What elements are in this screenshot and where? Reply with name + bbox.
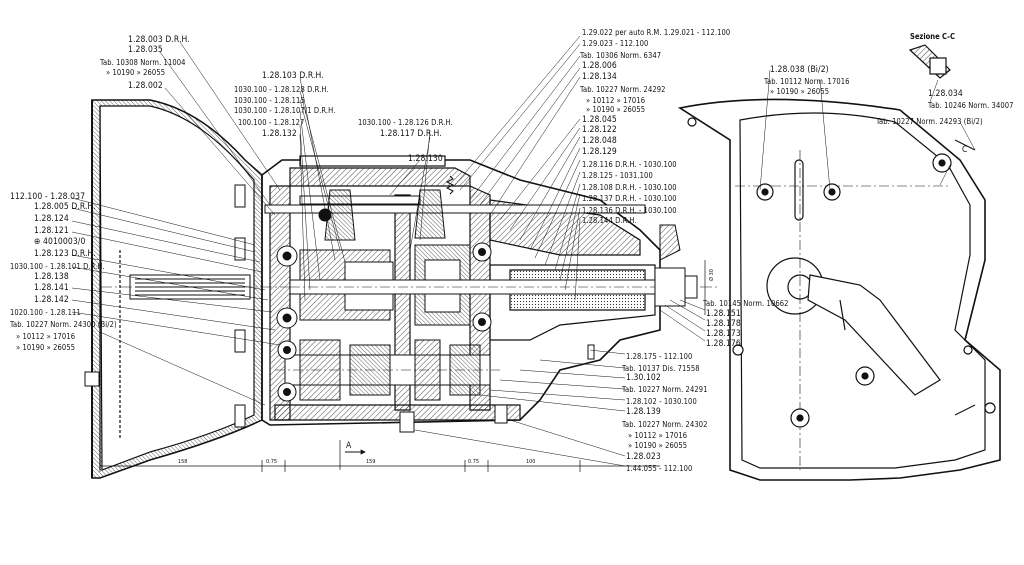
part-label: Tab. 10112 Norm. 17016	[764, 77, 850, 86]
part-label: 1.28.035	[128, 45, 163, 55]
part-label: » 10190 » 26055	[16, 343, 76, 352]
part-label: Tab. 10227 Norm. 24292	[580, 85, 666, 94]
part-label: 1.28.045	[582, 115, 617, 125]
part-label: Tab. 10246 Norm. 34007	[928, 101, 1014, 110]
part-label: 1.28.136 D.R.H. - 1030.100	[582, 206, 677, 215]
part-label: 1.28.038 (Bi/2)	[770, 65, 829, 75]
section-cc-view	[677, 44, 1001, 481]
part-label: 1.28.108 D.R.H. - 1030.100	[582, 183, 677, 192]
part-label: Tab. 10308 Norm. 11004	[100, 58, 186, 67]
part-label: 1020.100 - 1.28.111	[10, 308, 81, 317]
part-label: 1.28.006	[582, 61, 617, 71]
part-label: 1.28.151	[706, 309, 741, 319]
part-label: 1.28.005 D.R.H.	[34, 202, 96, 212]
part-label: 1030.100 - 1.28.107/1 D.R.H.	[234, 106, 336, 115]
part-label: 1.28.173	[706, 329, 741, 339]
leader-lines	[71, 35, 976, 467]
gear-train	[84, 175, 698, 433]
part-label: 1.28.003 D.R.H.	[128, 35, 190, 45]
part-label: 1.28.103 D.R.H.	[262, 71, 324, 81]
part-label: 1.28.178	[706, 319, 741, 329]
part-label: 1.29.022 per auto R.M. 1.29.021 - 112.10…	[582, 28, 731, 37]
part-label: Tab. 10306 Norm. 6347	[580, 51, 662, 60]
part-label: 1.44.055 - 112.100	[626, 464, 693, 473]
part-label: 1.28.123 D.R.H.	[34, 249, 96, 259]
part-label: 1.28.129	[582, 147, 617, 157]
part-label: 1.28.134	[582, 72, 617, 82]
part-label: Tab. 10227 Norm. 24293 (Bi/2)	[876, 117, 983, 126]
part-label: Tab. 10137 Dis. 71558	[622, 364, 700, 373]
part-label: 1.28.138	[34, 272, 69, 282]
part-label: Tab. 10227 Norm. 24291	[622, 385, 708, 394]
part-label: 112.100 - 1.28.037	[10, 192, 86, 202]
part-label: 1030.100 - 1.28.101 D.R.H.	[10, 262, 105, 271]
part-label: 1.28.144 D.R.H.	[582, 216, 637, 225]
part-label: » 10190 » 26055	[628, 441, 688, 450]
part-label: Tab. 10227 Norm. 24302	[622, 420, 708, 429]
part-label: 1.28.002	[128, 81, 163, 91]
part-label: 100.100 - 1.28.127	[238, 118, 305, 127]
part-label: 1.28.048	[582, 136, 617, 146]
dimension-value: 100	[526, 459, 536, 465]
part-label: 1.28.141	[34, 283, 69, 293]
part-label: 1.28.034	[928, 89, 963, 99]
part-label: 1.28.142	[34, 295, 69, 305]
part-label: 1.28.122	[582, 125, 617, 135]
dimension-value: 159	[366, 459, 376, 465]
dimension-value: 158	[178, 459, 188, 465]
section-mark-c: C	[962, 145, 968, 155]
part-label: ⊕ 4010003/0	[34, 237, 86, 247]
part-label: 1.28.102 - 1030.100	[626, 397, 697, 406]
part-label: 1.28.130	[408, 154, 443, 164]
part-label: » 10190 » 26055	[106, 68, 166, 77]
section-title: Sezione C-C	[910, 32, 955, 41]
part-label: » 10112 » 17016	[628, 431, 688, 440]
part-label: 1.28.121	[34, 226, 69, 236]
dimension-value: Ø 30	[708, 269, 715, 281]
part-label: 1.28.175 - 112.100	[626, 352, 693, 361]
part-label: 1.28.124	[34, 214, 69, 224]
part-label: 1.28.132	[262, 129, 297, 139]
section-arrow-c	[954, 139, 976, 416]
part-label: 1030.100 - 1.28.115	[234, 96, 305, 105]
part-label: » 10112 » 17016	[16, 332, 76, 341]
dimension-value: 0.75	[266, 459, 278, 465]
part-label: 1.28.137 D.R.H. - 1030.100	[582, 194, 677, 203]
dimension-lines	[99, 260, 706, 472]
part-label: 1.29.023 - 112.100	[582, 39, 649, 48]
part-label: 1.28.116 D.R.H. - 1030.100	[582, 160, 677, 169]
part-label: 1.28.023	[626, 452, 661, 462]
part-label: 1030.100 - 1.28.128 D.R.H.	[234, 85, 329, 94]
dimension-value: 0.75	[468, 459, 480, 465]
part-label: » 10112 » 17016	[586, 96, 646, 105]
part-label: 1.28.176	[706, 339, 741, 349]
part-label: Tab. 10145 Norm. 10662	[703, 299, 789, 308]
part-label: 1.30.102	[626, 373, 661, 383]
part-label: 1030.100 - 1.28.126 D.R.H.	[358, 118, 453, 127]
part-label: » 10190 » 26055	[770, 87, 830, 96]
part-label: » 10190 » 26055	[586, 105, 646, 114]
part-label: 1.28.139	[626, 407, 661, 417]
section-mark-a: A	[346, 441, 352, 451]
part-label: 1.28.125 - 1031.100	[582, 171, 653, 180]
part-label: Tab. 10227 Norm. 24300 (Bi/2)	[10, 320, 117, 329]
part-label: 1.28.117 D.R.H.	[380, 129, 442, 139]
